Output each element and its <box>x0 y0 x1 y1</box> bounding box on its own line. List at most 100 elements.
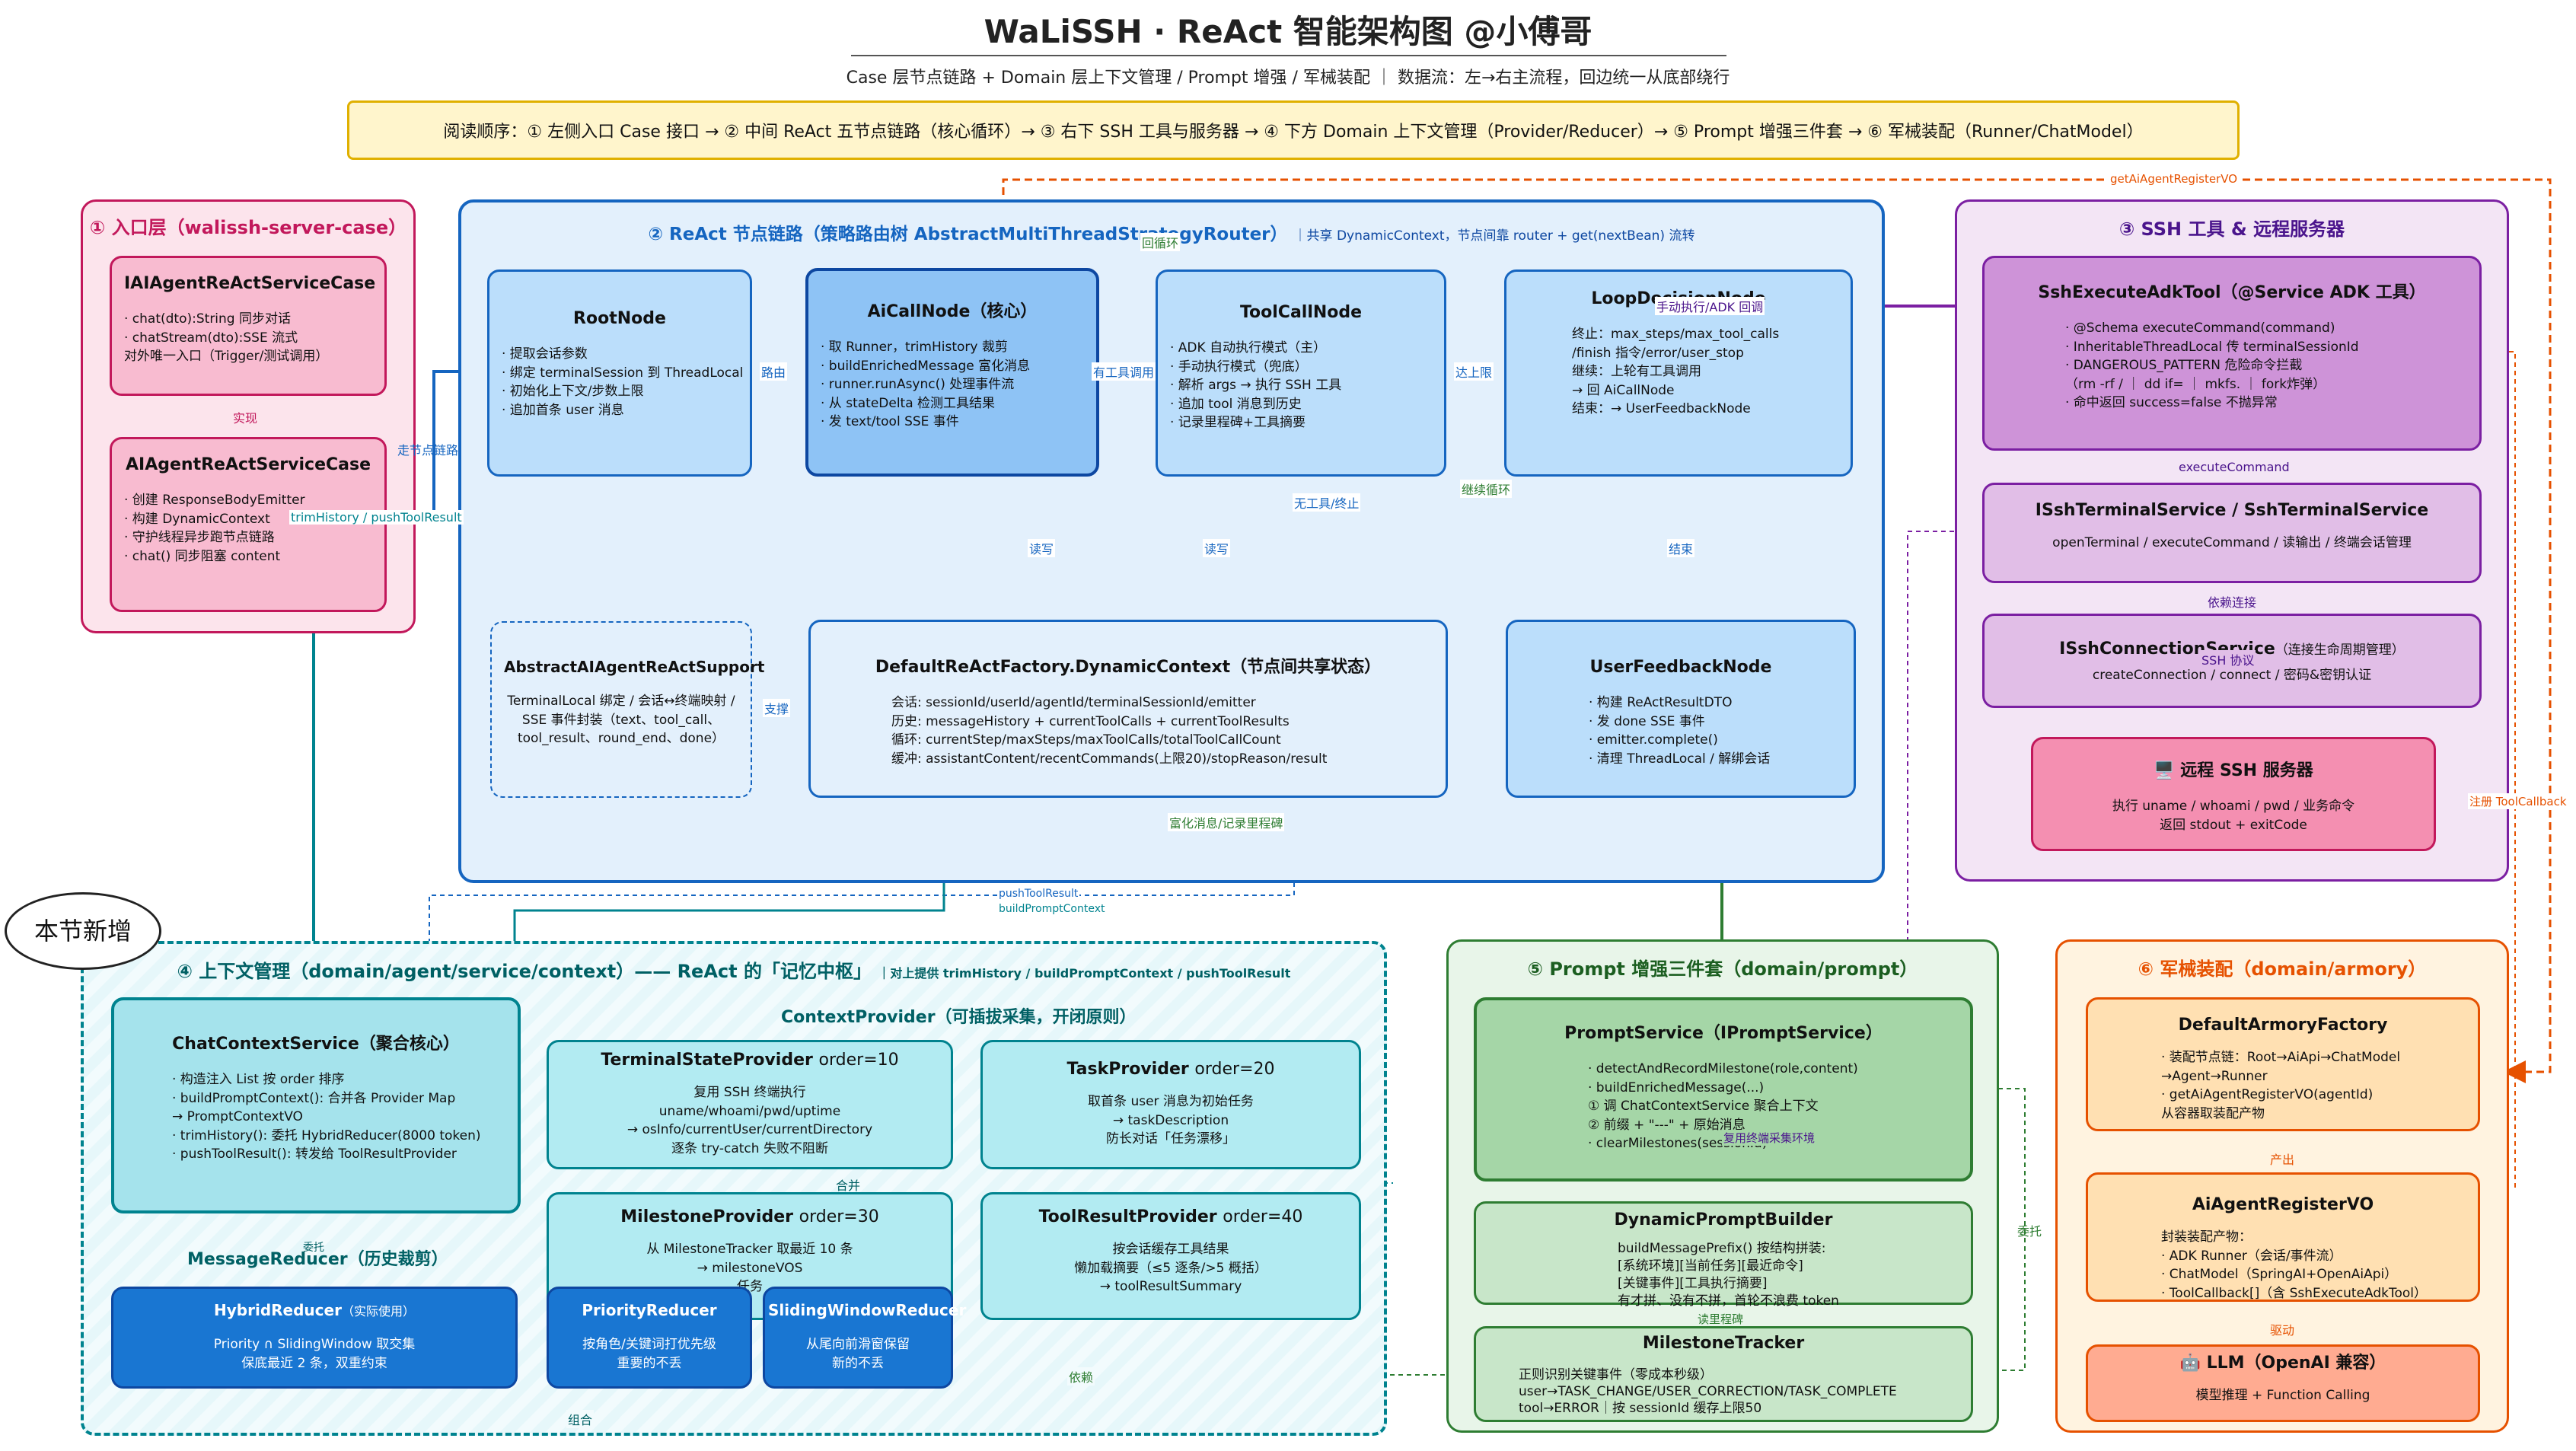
dynamic-context-node[interactable]: DefaultReActFactory.DynamicContext（节点间共享… <box>808 620 1448 798</box>
loop-line: 终止：max_steps/max_tool_calls <box>1572 326 1780 342</box>
support-node-title: AbstractAIAgentReActSupport <box>504 658 765 676</box>
dynamic-context-title: DefaultReActFactory.DynamicContext（节点间共享… <box>875 658 1382 677</box>
armory-panel-title: ⑥ 军械装配（domain/armory） <box>2138 958 2427 980</box>
priority-line: 按角色/关键词打优先级 <box>582 1337 716 1352</box>
loop-line: → 回 AiCallNode <box>1572 382 1675 398</box>
ssh-adk-tool-node[interactable]: SshExecuteAdkTool（@Service ADK 工具） · @Sc… <box>1982 256 2482 451</box>
ai-call-node-title: AiCallNode（核心） <box>867 302 1038 321</box>
label-has-tool: 有工具调用 <box>1092 362 1156 381</box>
impl-node[interactable]: AIAgentReActServiceCase · 创建 ResponseBod… <box>110 437 387 612</box>
label-output: 产出 <box>2268 1150 2297 1168</box>
feedback-line: · 构建 ReActResultDTO <box>1589 694 1733 710</box>
label-register-tool-callback: 注册 ToolCallback <box>2468 793 2568 809</box>
tracker-line: tool→ERROR｜按 sessionId 缓存上限50 <box>1519 1401 1762 1417</box>
chat-line: · 构造注入 List 按 order 排序 <box>172 1071 345 1087</box>
feedback-line: · emitter.complete() <box>1589 732 1718 748</box>
remote-server-node[interactable]: 🖥️ 远程 SSH 服务器 执行 uname / whoami / pwd / … <box>2031 737 2436 851</box>
tool-result-provider-node[interactable]: ToolResultProvider order=40 按会话缓存工具结果懒加载… <box>980 1192 1361 1320</box>
iface-node[interactable]: IAIAgentReActServiceCase · chat(dto):Str… <box>110 256 387 396</box>
tool-result-provider-order: order=40 <box>1223 1207 1303 1226</box>
vo-line: · ToolCallback[]（含 SshExecuteAdkTool） <box>2161 1285 2428 1301</box>
user-feedback-node[interactable]: UserFeedbackNode · 构建 ReActResultDTO · 发 … <box>1506 620 1856 798</box>
ctx-line: 历史: messageHistory + currentToolCalls + … <box>891 713 1290 729</box>
agent-register-vo-node[interactable]: AiAgentRegisterVO 封装装配产物：· ADK Runner（会话… <box>2086 1172 2480 1302</box>
tool-line: · 解析 args → 执行 SSH 工具 <box>1170 378 1342 394</box>
armory-factory-node[interactable]: DefaultArmoryFactory · 装配节点链：Root→AiApi→… <box>2086 997 2480 1131</box>
loop-line: /finish 指令/error/user_stop <box>1572 345 1744 361</box>
reducer-section-title: MessageReducer（历史裁剪） <box>187 1250 448 1269</box>
feedback-line: · 发 done SSE 事件 <box>1589 713 1705 729</box>
ssh-panel-title: ③ SSH 工具 & 远程服务器 <box>2119 218 2345 240</box>
label-enrich: 富化消息/记录里程碑 <box>1168 813 1285 831</box>
tool-line: · 记录里程碑+工具摘要 <box>1170 415 1306 431</box>
label-depend: 依赖 <box>1067 1367 1095 1386</box>
label-manual-adk: 手动执行/ADK 回调 <box>1655 297 1765 315</box>
adk-line: · InheritableThreadLocal 传 terminalSessi… <box>2065 339 2359 355</box>
label-ssh-protocol: SSH 协议 <box>2200 650 2256 668</box>
llm-line: 模型推理 + Function Calling <box>2195 1387 2370 1403</box>
ssh-adk-tool-title: SshExecuteAdkTool（@Service ADK 工具） <box>2038 283 2426 302</box>
label-drive: 驱动 <box>2268 1320 2297 1338</box>
vo-line: · ChatModel（SpringAI+OpenAiApi） <box>2161 1267 2398 1283</box>
react-panel-title: ② ReAct 节点链路（策略路由树 AbstractMultiThreadSt… <box>648 225 1288 244</box>
label-no-tool: 无工具/终止 <box>1293 493 1361 512</box>
label-reuse-terminal: 复用终端采集环境 <box>1722 1130 1817 1146</box>
terminal-provider-order: order=10 <box>818 1051 899 1070</box>
support-node[interactable]: AbstractAIAgentReActSupport TerminalLoca… <box>490 621 765 798</box>
label-continue-loop: 继续循环 <box>1460 480 1513 498</box>
label-reach-limit: 达上限 <box>1454 362 1494 381</box>
terminal-provider-title: TerminalStateProvider <box>601 1051 813 1070</box>
server-line: 执行 uname / whoami / pwd / 业务命令 <box>2112 798 2355 814</box>
priority-reducer-node[interactable]: PriorityReducer 按角色/关键词打优先级重要的不丢 <box>547 1287 752 1389</box>
task-provider-line: → taskDescription <box>1112 1112 1229 1128</box>
ssh-connection-note: （连接生命周期管理） <box>2275 643 2405 658</box>
label-merge: 合并 <box>836 1178 861 1193</box>
builder-line: buildMessagePrefix() 按结构拼装: <box>1618 1240 1826 1256</box>
label-read-write-1: 读写 <box>1028 539 1056 557</box>
chat-line: · trimHistory(): 委托 HybridReducer(8000 t… <box>172 1127 481 1143</box>
prompt-service-line: · buildEnrichedMessage(...) <box>1588 1079 1765 1095</box>
ssh-connection-node[interactable]: ISshConnectionService（连接生命周期管理） createCo… <box>1982 614 2482 708</box>
impl-node-title: AIAgentReActServiceCase <box>126 455 371 474</box>
entry-panel-title: ① 入口层（walissh-server-case） <box>89 217 407 238</box>
sliding-line: 新的不丢 <box>832 1355 884 1371</box>
tool-line: · 手动执行模式（兜底） <box>1170 359 1308 375</box>
hybrid-reducer-node[interactable]: HybridReducer（实际使用） Priority ∩ SlidingWi… <box>111 1287 518 1389</box>
label-depend-connect: 依赖连接 <box>2206 592 2259 611</box>
milestone-tracker-node[interactable]: MilestoneTracker 正则识别关键事件（零成本秒级）user→TAS… <box>1474 1326 1973 1422</box>
terminal-state-provider-node[interactable]: TerminalStateProvider order=10 复用 SSH 终端… <box>547 1040 953 1169</box>
vo-line: 封装装配产物： <box>2161 1229 2252 1245</box>
tracker-line: user→TASK_CHANGE/USER_CORRECTION/TASK_CO… <box>1519 1383 1897 1399</box>
dynamic-prompt-builder-node[interactable]: DynamicPromptBuilder buildMessagePrefix(… <box>1474 1201 1973 1309</box>
builder-line: [关键事件][工具执行摘要] <box>1618 1275 1768 1291</box>
user-feedback-title: UserFeedbackNode <box>1589 658 1772 677</box>
task-provider-title: TaskProvider <box>1066 1060 1189 1079</box>
task-provider-node[interactable]: TaskProvider order=20 取首条 user 消息为初始任务→ … <box>980 1040 1361 1169</box>
llm-node[interactable]: 🤖 LLM（OpenAI 兼容） 模型推理 + Function Calling <box>2086 1344 2480 1422</box>
reading-order-banner: 阅读顺序：① 左侧入口 Case 接口 → ② 中间 ReAct 五节点链路（核… <box>347 100 2240 160</box>
feedback-line: · 清理 ThreadLocal / 解绑会话 <box>1589 751 1771 767</box>
hybrid-line: 保底最近 2 条，双重约束 <box>241 1355 387 1371</box>
tool-result-provider-line: 懒加载摘要（≤5 逐条/>5 概括） <box>1074 1260 1267 1276</box>
sliding-window-reducer-node[interactable]: SlidingWindowReducer 从尾向前滑窗保留新的不丢 <box>763 1287 966 1389</box>
builder-line: [系统环境][当前任务][最近命令] <box>1618 1258 1803 1274</box>
tool-call-node[interactable]: ToolCallNode · ADK 自动执行模式（主）· 手动执行模式（兜底）… <box>1156 269 1446 477</box>
prompt-panel-title: ⑤ Prompt 增强三件套（domain/prompt） <box>1527 958 1918 980</box>
title-divider <box>851 55 1726 56</box>
impl-line: · chat() 同步阻塞 content <box>124 548 281 564</box>
ai-call-node[interactable]: AiCallNode（核心） · 取 Runner，trimHistory 裁剪… <box>805 268 1099 477</box>
context-panel-note: ｜对上提供 trimHistory / buildPromptContext /… <box>878 966 1291 981</box>
chat-context-service-node[interactable]: ChatContextService（聚合核心） · 构造注入 List 按 o… <box>111 997 521 1213</box>
tracker-line: 正则识别关键事件（零成本秒级） <box>1519 1366 1713 1382</box>
loop-line: 继续：上轮有工具调用 <box>1572 364 1701 380</box>
factory-line: →Agent→Runner <box>2161 1068 2268 1084</box>
ssh-terminal-node[interactable]: ISshTerminalService / SshTerminalService… <box>1982 483 2482 583</box>
remote-server-title: 🖥️ 远程 SSH 服务器 <box>2154 761 2313 780</box>
root-line: · 绑定 terminalSession 到 ThreadLocal <box>502 365 744 381</box>
task-provider-line: 取首条 user 消息为初始任务 <box>1088 1093 1254 1109</box>
terminal-line: openTerminal / executeCommand / 读输出 / 终端… <box>2052 534 2412 550</box>
task-provider-line: 防长对话「任务漂移」 <box>1106 1131 1235 1147</box>
prompt-service-node[interactable]: PromptService（IPromptService） · detectAn… <box>1474 997 1973 1182</box>
context-panel-title: ④ 上下文管理（domain/agent/service/context）—— … <box>177 961 872 982</box>
root-node[interactable]: RootNode · 提取会话参数· 绑定 terminalSession 到 … <box>487 269 752 477</box>
